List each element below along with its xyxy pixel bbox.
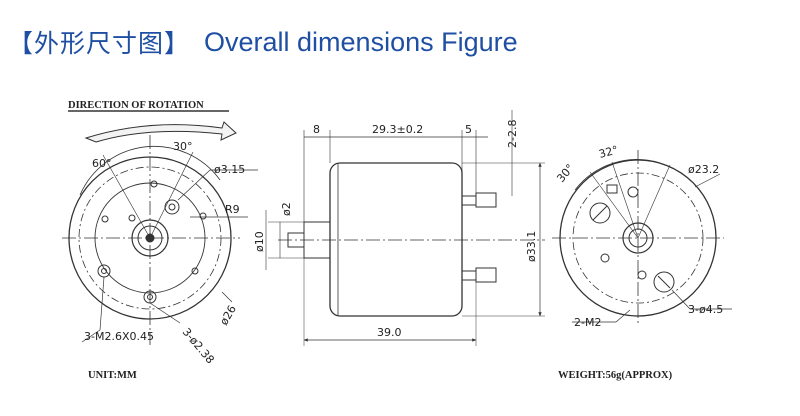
mount-hole [97,264,111,278]
angle-30-label: 30° [173,140,193,153]
rotation-heading: DIRECTION OF ROTATION [68,100,204,111]
holes-label: 3-ø2.38 [180,326,217,367]
unit-label: UNIT:MM [88,370,137,381]
mount-hole [164,199,180,215]
rear-hole [589,202,611,224]
side-view [265,110,545,346]
angle-60-label: 60° [92,157,112,170]
screw-thread-label: 3-M2.6X0.45 [84,330,154,343]
radius-label: R9 [225,203,240,216]
total-length-label: 39.0 [377,326,402,339]
rear-diameter-label: ø23.2 [688,163,719,176]
front-view [62,110,258,345]
rear-angle-30-label: 30° [554,162,576,185]
title-chinese: 【外形尺寸图】 [8,29,191,58]
hole-diameter-label: ø3.15 [214,163,245,176]
bearing-boss [131,219,169,257]
terminal [461,270,477,281]
dim-5-label: 5 [465,123,472,136]
page-title: 【外形尺寸图】 Overall dimensions Figure [8,22,518,62]
rear-holes-label: 3-ø4.5 [688,303,723,316]
outer-diameter-circle [68,156,232,320]
body-diameter-label: ø33.1 [525,231,538,262]
terminal [461,195,477,206]
motor-body [329,162,463,317]
title-english: Overall dimensions Figure [204,26,518,57]
boss-diameter-label: ø10 [253,231,266,252]
terminal-size-label: 2-2.8 [506,120,519,148]
weight-label: WEIGHT:56g(APPROX) [558,370,673,381]
rear-hole [653,271,675,293]
rear-angle-32-label: 32° [597,143,619,161]
diameter-26-label: ø26 [217,303,239,327]
dim-8-label: 8 [313,123,320,136]
rotation-arrow [84,121,237,143]
rear-view [552,150,732,326]
shaft-diameter-label: ø2 [280,202,293,216]
dim-body-length-label: 29.3±0.2 [372,123,423,136]
rear-screw-label: 2-M2 [574,316,601,329]
